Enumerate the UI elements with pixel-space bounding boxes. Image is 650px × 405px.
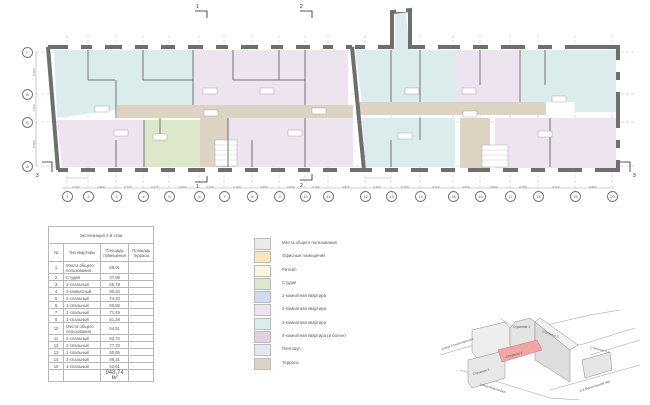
col-axis-17: 17 <box>505 191 516 202</box>
site-axonometric-drawing: Строение 1 Строение 2 Строение 3 Строени… <box>439 309 641 401</box>
col-dim: 3.725 <box>206 185 214 189</box>
row-axis-g: Г <box>22 47 33 58</box>
row-axis-b: Б <box>22 117 33 128</box>
swatch-icon <box>254 291 271 304</box>
swatch-icon <box>254 277 271 290</box>
col-dim: 3.750 <box>519 185 527 189</box>
svg-text:1: 1 <box>196 184 199 190</box>
col-axis-16: 16 <box>475 191 486 202</box>
col-dim: 3.190 <box>233 185 241 189</box>
col-axis-3: 3 <box>111 191 122 202</box>
col-dim: 3.400 <box>373 185 381 189</box>
col-axis-20: 20 <box>607 191 618 202</box>
explication-table: Экспликация 2-й этаж № Тип квартиры Площ… <box>47 226 154 382</box>
col-axis-7: 7 <box>219 191 230 202</box>
label-street-maroseyka: улица Маросейка <box>480 382 506 394</box>
col-dim: 3.275 <box>151 185 159 189</box>
header-type: Тип квартиры <box>63 243 101 262</box>
swatch-icon <box>254 264 271 277</box>
col-dim: 4.725 <box>432 185 440 189</box>
col-dim: 3.725 <box>124 185 132 189</box>
swatch-icon <box>254 317 271 330</box>
col-dim: 4.725 <box>552 185 560 189</box>
site-key-plan: Строение 1 Строение 2 Строение 3 Строени… <box>439 309 645 401</box>
swatch-icon <box>254 357 271 370</box>
col-axis-15: 15 <box>448 191 459 202</box>
label-building-2: Строение 2 <box>542 329 560 339</box>
col-dim: 4.800 <box>589 185 597 189</box>
swatch-icon <box>254 238 271 250</box>
col-dim: 3.750 <box>401 185 409 189</box>
col-dim: 3.900 <box>97 185 105 189</box>
swatch-icon <box>254 304 271 317</box>
col-axis-18: 18 <box>533 191 544 202</box>
col-dim: 4.875 <box>342 185 350 189</box>
svg-text:2: 2 <box>300 183 303 189</box>
section-mark-1-top: 1 <box>196 4 199 10</box>
col-axis-13: 13 <box>386 191 397 202</box>
col-axis-8: 8 <box>247 191 258 202</box>
col-axis-11: 11 <box>323 191 334 202</box>
swatch-icon <box>254 331 271 344</box>
col-axis-12: 12 <box>360 191 371 202</box>
col-dim: 3.650 <box>179 185 187 189</box>
col-axis-4: 4 <box>138 191 149 202</box>
col-axis-1: 1 <box>62 191 73 202</box>
label-building-4-1: Строение 4.1 <box>590 345 610 354</box>
swatch-icon <box>254 251 271 264</box>
swatch-icon <box>254 344 271 357</box>
row-axis-v: В <box>22 89 33 100</box>
col-dim: 3.040 <box>287 185 295 189</box>
svg-text:2: 2 <box>300 4 303 10</box>
col-axis-5: 5 <box>164 191 175 202</box>
row-axis-a: А <box>22 161 33 172</box>
row-dim: 5.500 <box>31 140 36 148</box>
header-number: № <box>47 243 65 262</box>
col-dim: 3.200 <box>72 185 80 189</box>
col-axis-10: 10 <box>300 191 311 202</box>
total-area: 948,74 м² <box>99 369 130 382</box>
floor-plan: 1 1 2 2 3 3 Г В Б А 1 2 3 4 5 6 7 8 9 10… <box>22 4 636 202</box>
col-dim: 3.850 <box>490 185 498 189</box>
label-street-milyutinsky: 2-й Милютинский пер. <box>579 379 611 393</box>
label-building-3: Строение 3 <box>472 368 490 376</box>
row-dim: 3.700 <box>31 104 36 112</box>
header-area: Площадь помещения <box>99 243 130 262</box>
col-axis-2: 2 <box>83 191 94 202</box>
col-dim: 3.650 <box>462 185 470 189</box>
table-total-row: 948,74 м² <box>47 369 154 382</box>
svg-text:3: 3 <box>36 173 39 179</box>
table-title: Экспликация 2-й этаж <box>48 226 154 244</box>
svg-text:3: 3 <box>633 173 636 179</box>
row-dim: 5.850 <box>31 68 36 76</box>
col-axis-9: 9 <box>274 191 285 202</box>
label-building-1: Строение 1 <box>513 325 530 329</box>
floor-plan-drawing: 1 1 2 2 3 3 <box>35 4 636 192</box>
col-axis-14: 14 <box>415 191 426 202</box>
label-building-4: Строение 4 <box>505 351 523 359</box>
col-axis-19: 19 <box>570 191 581 202</box>
col-axis-6: 6 <box>194 191 205 202</box>
col-dim: 3.850 <box>260 185 268 189</box>
label-street-stanislavskogo: улица Станиславского <box>441 337 474 351</box>
col-dim: 3.104 <box>312 185 320 189</box>
header-terrace: Площадь террасы <box>128 243 154 262</box>
